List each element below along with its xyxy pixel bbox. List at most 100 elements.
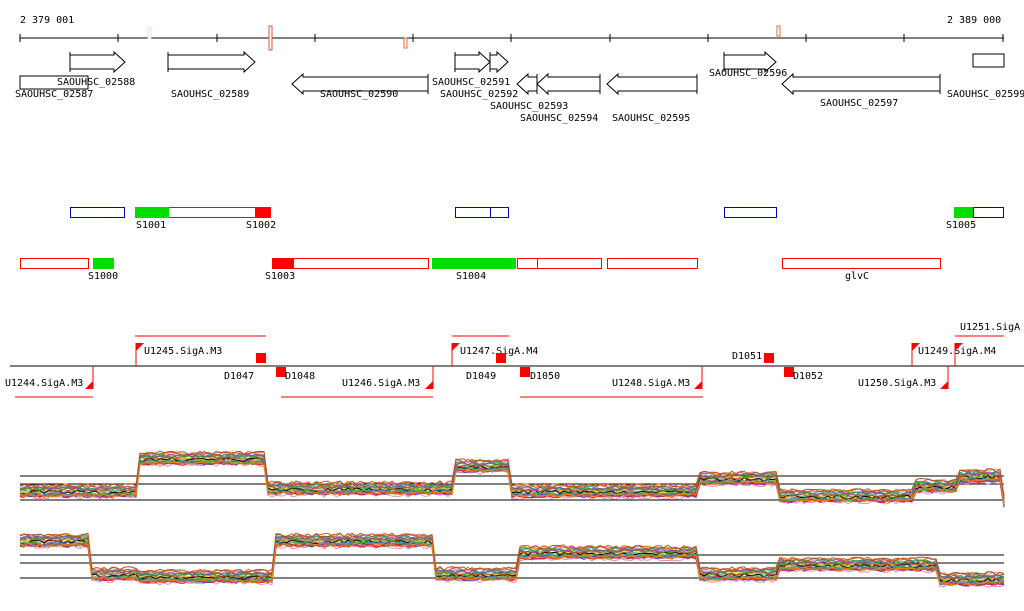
plus-strand-segment[interactable] [490,207,509,218]
segment-label: S1002 [246,220,276,231]
gene-label: SAOUHSC_02591 [432,77,510,88]
terminator-label[interactable]: D1050 [530,371,560,382]
promoter-label[interactable]: U1251.SigA [960,322,1020,333]
gene-label: SAOUHSC_02594 [520,113,598,124]
terminator-label[interactable]: D1047 [224,371,254,382]
plus-strand-segment[interactable] [70,207,125,218]
minus-strand-segment[interactable] [432,258,516,269]
minus-strand-segment[interactable] [782,258,941,269]
signal-marker [147,27,152,39]
plus-strand-segment[interactable] [724,207,777,218]
minus-strand-segment[interactable] [537,258,602,269]
promoter-flag-icon[interactable] [912,343,920,351]
gene-box[interactable] [972,53,1005,68]
promoter-label[interactable]: U1245.SigA.M3 [144,346,222,357]
plus-strand-segment[interactable] [973,207,1004,218]
gene-label: SAOUHSC_02596 [709,68,787,79]
segment-label: S1003 [265,271,295,282]
gene-saouhsc-02587[interactable]: SAOUHSC_02587 [15,75,93,100]
terminator-box[interactable] [764,353,774,363]
gene-label: SAOUHSC_02593 [490,101,568,112]
terminator-box[interactable] [496,353,506,363]
terminator-label[interactable]: D1051 [732,351,762,362]
plus-strand-segment[interactable] [954,207,973,218]
promoter-flag-icon[interactable] [940,381,948,389]
gene-saouhsc-02597[interactable]: SAOUHSC_02597 [781,72,941,109]
gene-label: SAOUHSC_02590 [320,89,398,100]
terminator-box[interactable] [276,367,286,377]
minus-strand-segment[interactable] [607,258,698,269]
gene-label: SAOUHSC_02599 [947,89,1024,100]
plus-strand-segment[interactable] [135,207,169,218]
gene-label: SAOUHSC_02589 [171,89,249,100]
gene-label: SAOUHSC_02595 [612,113,690,124]
gene-saouhsc-02590[interactable]: SAOUHSC_02590 [291,72,429,100]
gene-saouhsc-02588[interactable]: SAOUHSC_02588 [57,50,135,88]
terminator-label[interactable]: D1048 [285,371,315,382]
forward-gene-arrow[interactable] [167,50,256,74]
promoter-flag-icon[interactable] [955,343,963,351]
expression-profile-line [19,536,1005,581]
terminator-box[interactable] [256,353,266,363]
reverse-gene-arrow[interactable] [781,72,941,96]
minus-strand-segment[interactable] [293,258,429,269]
reverse-gene-arrow[interactable] [536,72,601,96]
ruler-end-label: 2 389 000 [947,15,1001,26]
plus-strand-segment[interactable] [455,207,491,218]
promoter-label[interactable]: U1248.SigA.M3 [612,378,690,389]
plus-strand-segment[interactable] [168,207,256,218]
gene-saouhsc-02589[interactable]: SAOUHSC_02589 [167,50,256,100]
minus-strand-segment[interactable] [272,258,294,269]
ruler-start-label: 2 379 001 [20,15,74,26]
gene-box[interactable] [19,75,89,90]
forward-gene-arrow[interactable] [723,50,777,74]
reverse-gene-arrow[interactable] [291,72,429,96]
signal-marker [403,37,408,49]
expression-tracks [19,450,1005,588]
forward-gene-arrow[interactable] [489,50,509,74]
gene-saouhsc-02594[interactable]: SAOUHSC_02594 [520,72,601,124]
terminator-label[interactable]: D1049 [466,371,496,382]
segment-label: S1004 [456,271,486,282]
gene-label: SAOUHSC_02597 [820,98,898,109]
gene-saouhsc-02592[interactable]: SAOUHSC_02592 [440,50,518,100]
forward-gene-arrow[interactable] [69,50,126,74]
terminator-box[interactable] [784,367,794,377]
minus-strand-segment[interactable] [20,258,89,269]
minus-strand-segment[interactable] [517,258,538,269]
expression-profile-line [19,532,1005,577]
promoter-flag-icon[interactable] [452,343,460,351]
gene-saouhsc-02595[interactable]: SAOUHSC_02595 [606,72,698,124]
promoter-label[interactable]: U1244.SigA.M3 [5,378,83,389]
promoter-flag-icon[interactable] [136,343,144,351]
reverse-gene-arrow[interactable] [516,72,538,96]
plus-strand-segment[interactable] [255,207,271,218]
gene-saouhsc-02596[interactable]: SAOUHSC_02596 [709,50,787,79]
reverse-gene-arrow[interactable] [606,72,698,96]
promoter-label[interactable]: U1247.SigA.M4 [460,346,538,357]
segment-label: S1000 [88,271,118,282]
promoter-flag-icon[interactable] [85,381,93,389]
gene-saouhsc-02591[interactable]: SAOUHSC_02591 [432,50,510,88]
promoter-flag-icon[interactable] [694,381,702,389]
promoter-label[interactable]: U1250.SigA.M3 [858,378,936,389]
terminator-label[interactable]: D1052 [793,371,823,382]
ruler-ticks [19,25,1004,51]
expression-profile-line [19,541,1005,585]
expression-profile-line [19,450,1005,497]
expression-profile-line [19,460,1005,505]
gene-saouhsc-02599[interactable]: SAOUHSC_02599 [947,53,1024,100]
promoter-flag-icon[interactable] [425,381,433,389]
promoter-label[interactable]: U1249.SigA.M4 [918,346,996,357]
expression-profile-line [19,453,1005,500]
gene-label: SAOUHSC_02588 [57,77,135,88]
terminator-box[interactable] [520,367,530,377]
forward-gene-arrow[interactable] [454,50,491,74]
promoter-label[interactable]: U1246.SigA.M3 [342,378,420,389]
minus-strand-segment[interactable] [93,258,114,269]
expression-profile-line [19,459,1005,506]
